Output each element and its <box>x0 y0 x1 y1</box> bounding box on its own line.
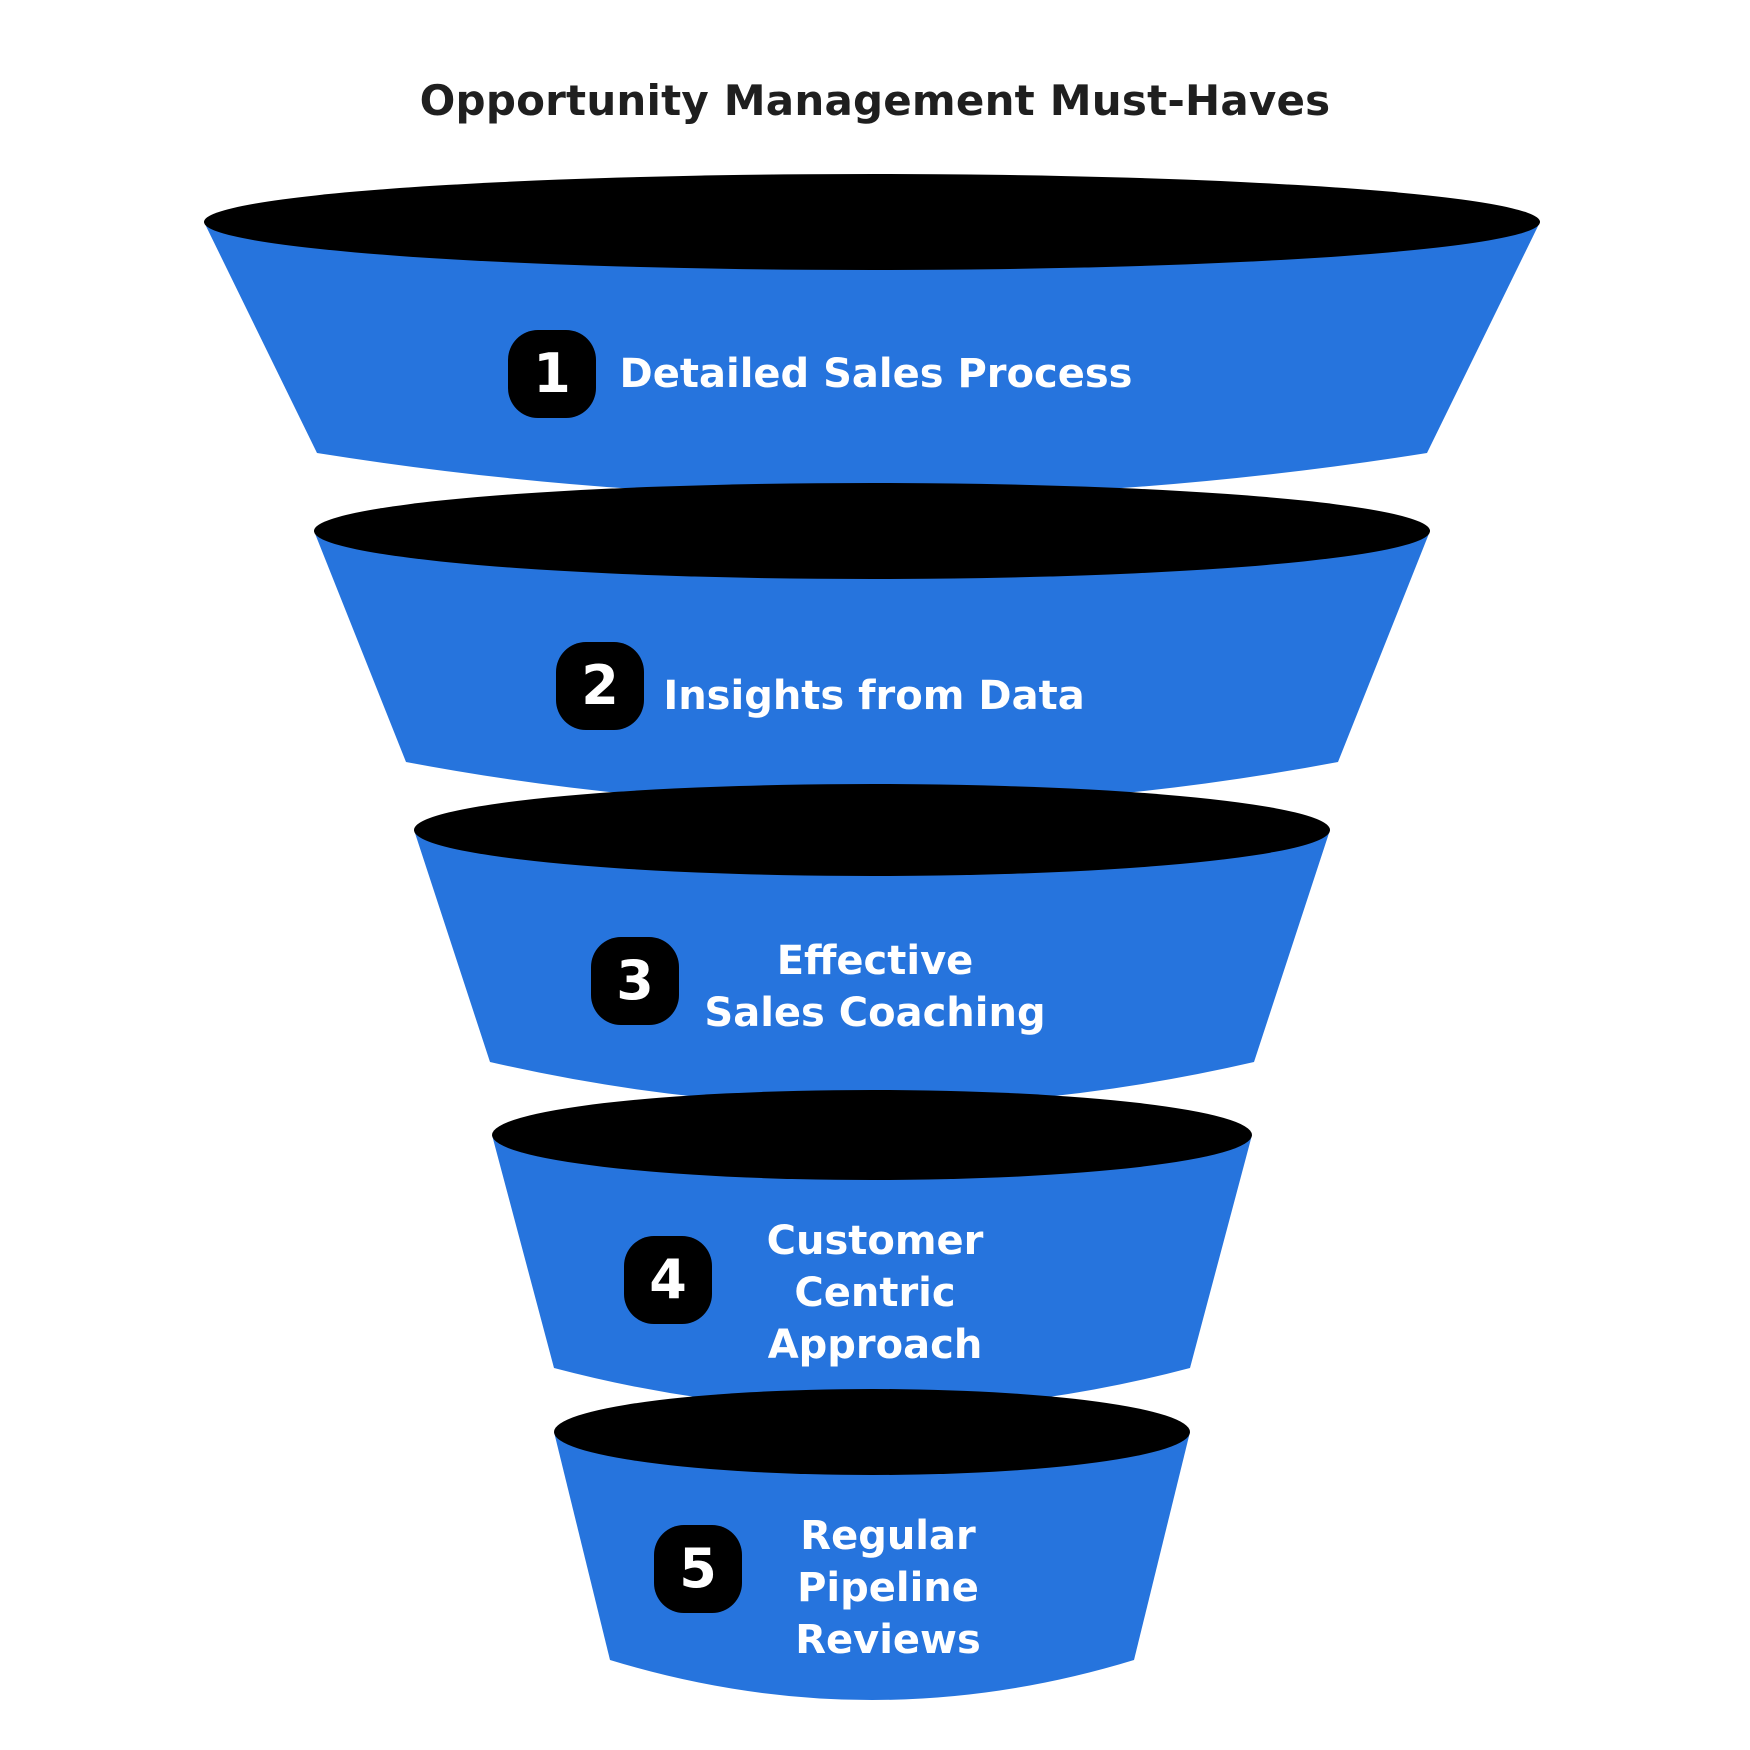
funnel-band-1 <box>204 222 1540 497</box>
funnel-stage-2 <box>314 483 1430 806</box>
stage-label-line: Approach <box>767 1322 983 1368</box>
stage-label: Detailed Sales Process <box>596 348 1156 400</box>
stage-label-line: Detailed Sales Process <box>619 351 1133 397</box>
stage-number-badge: 5 <box>654 1525 742 1613</box>
stage-number-badge: 2 <box>556 642 644 730</box>
stage-label-line: Customer <box>766 1218 984 1264</box>
funnel-rim-1 <box>204 174 1540 270</box>
stage-label-line: Regular <box>800 1513 976 1559</box>
stage-label-line: Insights from Data <box>663 673 1085 719</box>
funnel-stage-1 <box>204 174 1540 497</box>
funnel-rim-5 <box>554 1389 1190 1475</box>
funnel-rim-3 <box>414 784 1330 876</box>
stage-number-badge: 1 <box>508 330 596 418</box>
funnel-stage-5 <box>554 1389 1190 1700</box>
funnel-band-5 <box>554 1432 1190 1700</box>
funnel-stage-4 <box>492 1090 1252 1410</box>
stage-label-line: Centric <box>794 1270 956 1316</box>
funnel-stage-3 <box>414 784 1330 1106</box>
stage-label-line: Pipeline <box>797 1565 979 1611</box>
stage-label-line: Effective <box>776 938 974 984</box>
funnel-band-2 <box>314 531 1430 806</box>
stage-number-badge: 4 <box>624 1236 712 1324</box>
funnel-band-4 <box>492 1135 1252 1410</box>
stage-label: Insights from Data <box>594 670 1154 722</box>
stage-label-line: Reviews <box>795 1617 981 1663</box>
page-title: Opportunity Management Must-Haves <box>419 76 1331 125</box>
funnel-band-3 <box>414 830 1330 1106</box>
stage-label-line: Sales Coaching <box>704 990 1046 1036</box>
stage-number-badge: 3 <box>591 937 679 1025</box>
funnel-rim-2 <box>314 483 1430 579</box>
funnel-rim-4 <box>492 1090 1252 1180</box>
